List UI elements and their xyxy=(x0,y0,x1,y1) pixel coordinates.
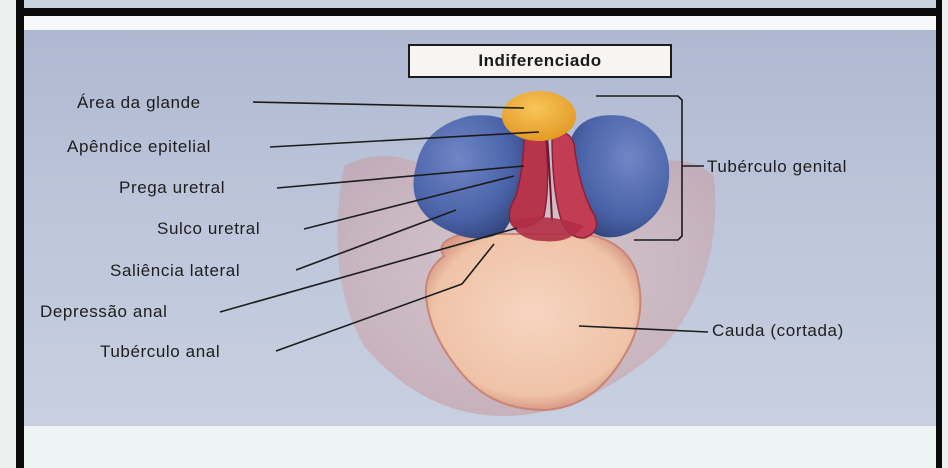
label-sulco-uretral: Sulco uretral xyxy=(157,219,260,239)
label-depressao-anal: Depressão anal xyxy=(40,302,167,322)
anatomy-illustration xyxy=(24,16,936,468)
top-strip xyxy=(24,0,936,8)
label-area-glande: Área da glande xyxy=(77,93,201,113)
title-box: Indiferenciado xyxy=(408,44,672,78)
label-prega-uretral: Prega uretral xyxy=(119,178,225,198)
slide: Indiferenciado Área da glande Apêndice e… xyxy=(24,16,936,468)
label-tuberculo-genital: Tubérculo genital xyxy=(707,157,847,177)
label-saliencia-lateral: Saliência lateral xyxy=(110,261,240,281)
label-cauda: Cauda (cortada) xyxy=(712,321,844,341)
label-tuberculo-anal: Tubérculo anal xyxy=(100,342,220,362)
label-apendice-epitelial: Apêndice epitelial xyxy=(67,137,211,157)
